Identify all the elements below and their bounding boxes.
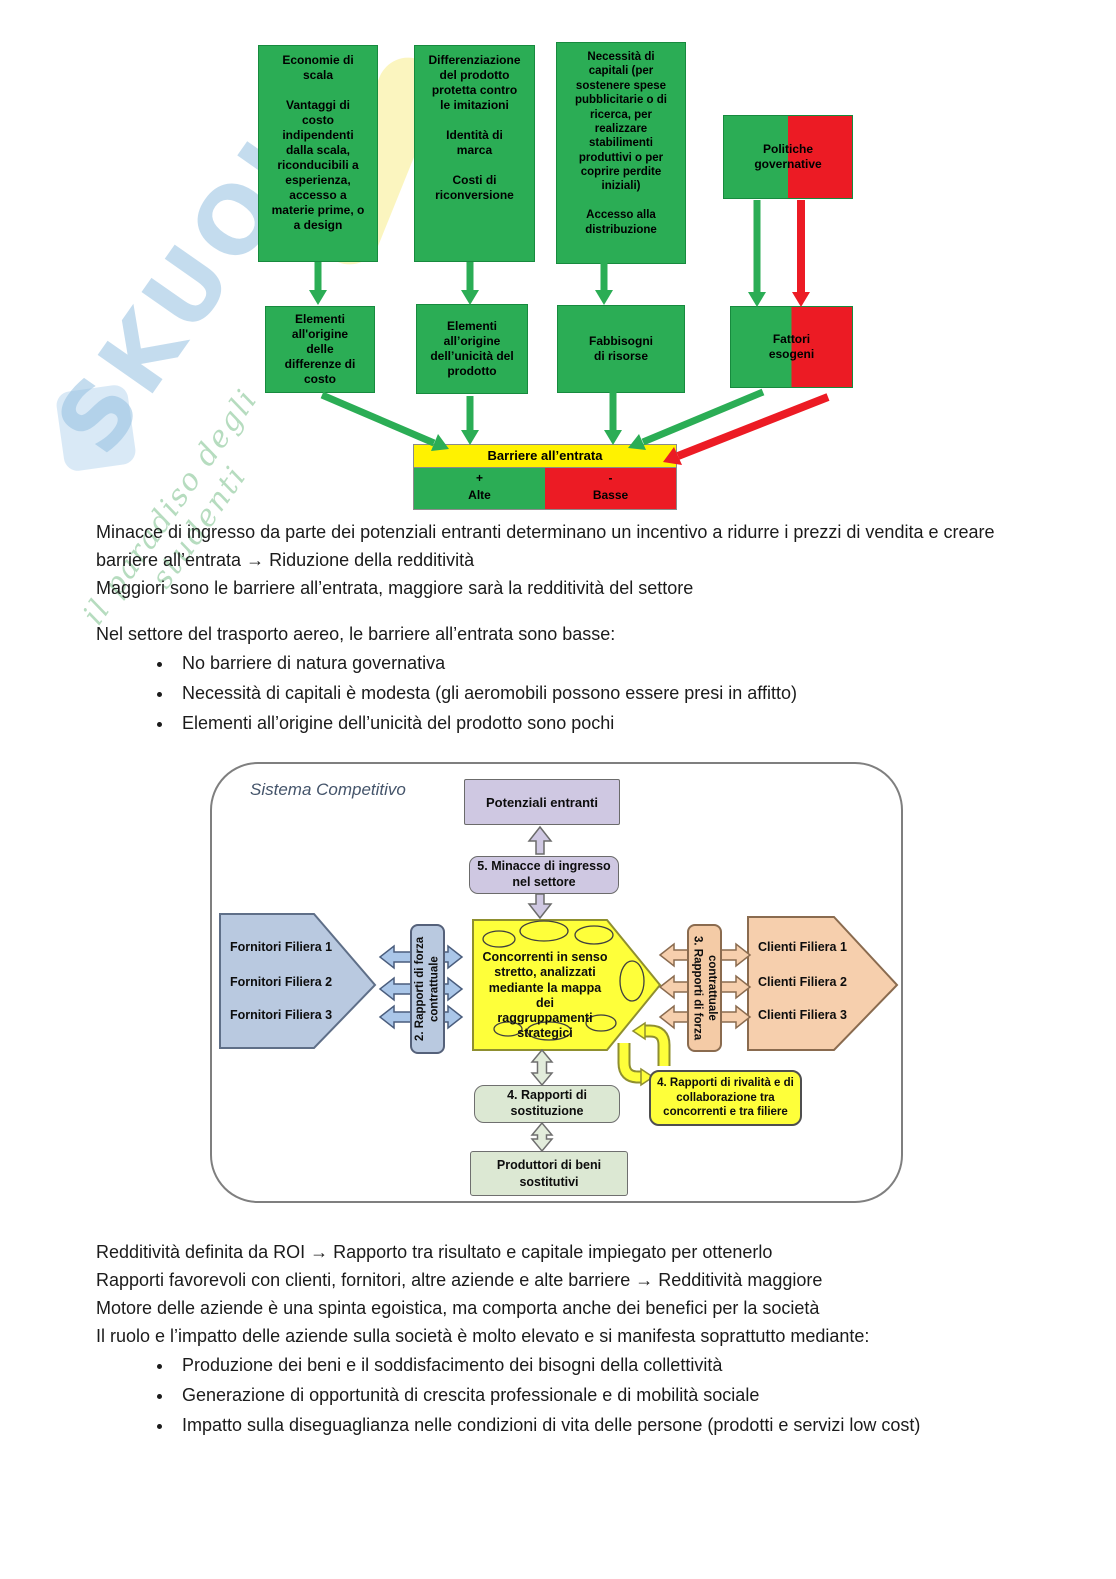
customer-label: Clienti Filiera 2	[758, 975, 847, 989]
down-arrow	[527, 893, 553, 920]
box-economie-di-scala: Economie di scala Vantaggi di costo indi…	[258, 45, 378, 262]
entry-threat-paragraph: Minacce di ingresso da parte dei potenzi…	[96, 518, 1036, 602]
box-produttori-sostitutivi: Produttori di beni sostitutivi	[470, 1151, 628, 1196]
barrier-high-cell: + Alte	[414, 468, 545, 509]
box-rapporti-rivalita: 4. Rapporti di rivalità e di collaborazi…	[649, 1070, 802, 1126]
barrier-high-label: Alte	[468, 488, 491, 503]
roi-line: Redditività definita da ROI → Rapporto t…	[96, 1242, 773, 1262]
strategic-group-ovals	[482, 920, 645, 1041]
sistema-competitivo-diagram: Sistema Competitivo Potenziali entranti …	[210, 762, 903, 1203]
air-bullet-list: No barriere di natura governativa Necess…	[96, 649, 1036, 737]
society-bullet: Produzione dei beni e il soddisfacimento…	[174, 1351, 1036, 1379]
box-potenziali-entranti: Potenziali entranti	[464, 779, 620, 825]
society-bullet: Generazione di opportunità di crescita p…	[174, 1381, 1036, 1409]
box-elementi-unicita-prodotto: Elementi all’origine dell’unicità del pr…	[416, 304, 528, 394]
customer-label: Clienti Filiera 3	[758, 1008, 847, 1022]
motive-line: Motore delle aziende è una spinta egoist…	[96, 1298, 820, 1318]
supplier-label: Fornitori Filiera 3	[230, 1008, 333, 1022]
barrier-low-cell: - Basse	[545, 468, 676, 509]
up-arrow	[527, 825, 553, 855]
rivalry-curved-arrows	[617, 1021, 671, 1087]
supplier-label: Fornitori Filiera 1	[230, 940, 333, 954]
competitors-pentagon	[472, 919, 662, 1051]
bar-rapporti-forza-clienti: 3. Rapporti di forza contrattuale	[687, 924, 722, 1052]
box-fattori-esogeni: Fattori esogeni	[730, 306, 853, 388]
barriers-to-entry-diagram: Economie di scala Vantaggi di costo indi…	[0, 0, 1116, 520]
box-differenziazione: Differenziazione del prodotto protetta c…	[414, 45, 535, 262]
customer-label: Clienti Filiera 1	[758, 940, 847, 954]
air-bullet: Necessità di capitali è modesta (gli aer…	[174, 679, 1036, 707]
box-necessita-capitali: Necessità di capitali (per sostenere spe…	[556, 42, 686, 264]
box-fabbisogni-risorse: Fabbisogni di risorse	[557, 305, 685, 393]
suppliers-pentagon	[219, 913, 377, 1049]
air-bullet: Elementi all’origine dell’unicità del pr…	[174, 709, 1036, 737]
society-bullet: Impatto sulla diseguaglianza nelle condi…	[174, 1411, 1036, 1439]
paragraph-text: Minacce di ingresso da parte dei potenzi…	[96, 522, 995, 598]
favorable-relations-line: Rapporti favorevoli con clienti, fornito…	[96, 1270, 823, 1290]
competitors-text: Concorrenti in senso stretto, analizzati…	[482, 950, 608, 1041]
barrier-bar: Barriere all’entrata + Alte - Basse	[413, 444, 677, 510]
box-elementi-differenze-costo: Elementi all'origine delle differenze di…	[265, 306, 375, 393]
air-intro: Nel settore del trasporto aereo, le barr…	[96, 624, 616, 644]
role-impact-line: Il ruolo e l’impatto delle aziende sulla…	[96, 1326, 870, 1346]
barrier-high-sign: +	[475, 471, 483, 485]
profitability-section: Redditività definita da ROI → Rapporto t…	[96, 1238, 1036, 1441]
supplier-label: Fornitori Filiera 2	[230, 975, 333, 989]
box-politiche-governative: Politiche governative	[723, 115, 853, 199]
diagram-title: Sistema Competitivo	[250, 780, 406, 799]
air-transport-section: Nel settore del trasporto aereo, le barr…	[96, 620, 1036, 739]
barrier-low-sign: -	[608, 471, 613, 485]
barrier-title: Barriere all’entrata	[414, 445, 676, 468]
customers-pentagon	[747, 916, 899, 1051]
barrier-low-label: Basse	[592, 488, 629, 503]
box-minacce-ingresso: 5. Minacce di ingresso nel settore	[469, 856, 619, 894]
substitution-arrows	[530, 1048, 554, 1153]
air-bullet: No barriere di natura governativa	[174, 649, 1036, 677]
society-bullet-list: Produzione dei beni e il soddisfacimento…	[96, 1351, 1036, 1439]
box-rapporti-sostituzione: 4. Rapporti di sostituzione	[474, 1085, 620, 1123]
bar-rapporti-forza-fornitori: 2. Rapporti di forza contrattuale	[410, 924, 445, 1054]
